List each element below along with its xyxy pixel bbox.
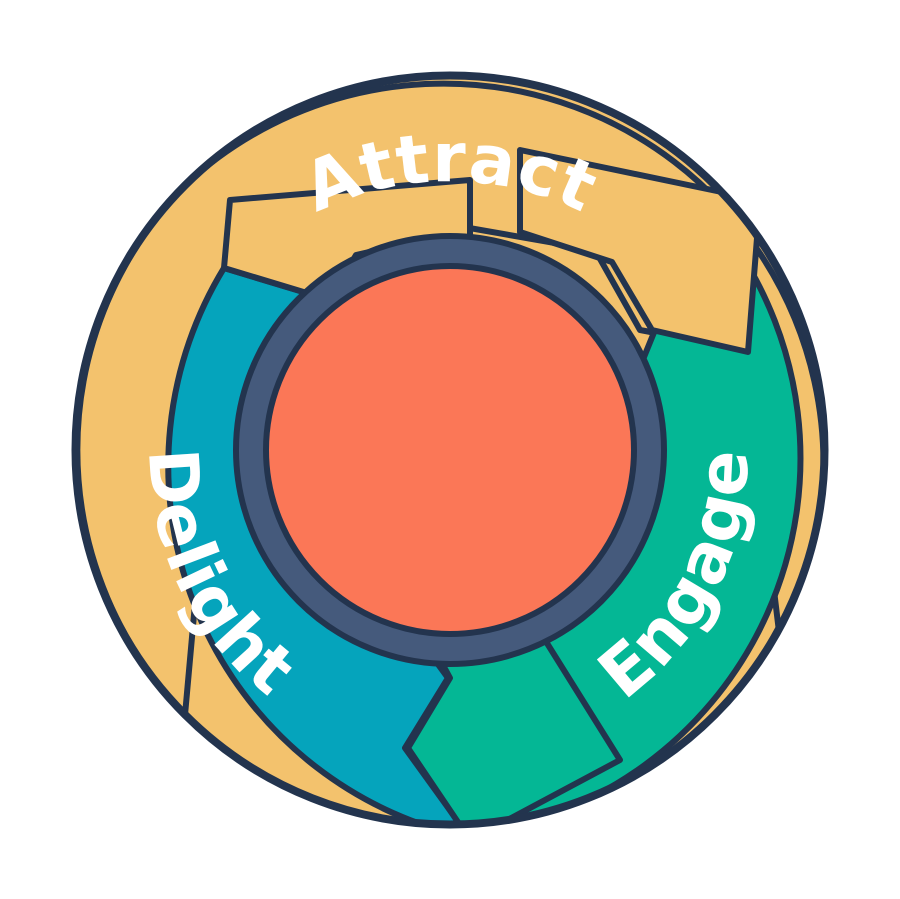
flywheel-hub-core[interactable] (263, 263, 637, 637)
flywheel-outer-rim (71, 71, 829, 829)
